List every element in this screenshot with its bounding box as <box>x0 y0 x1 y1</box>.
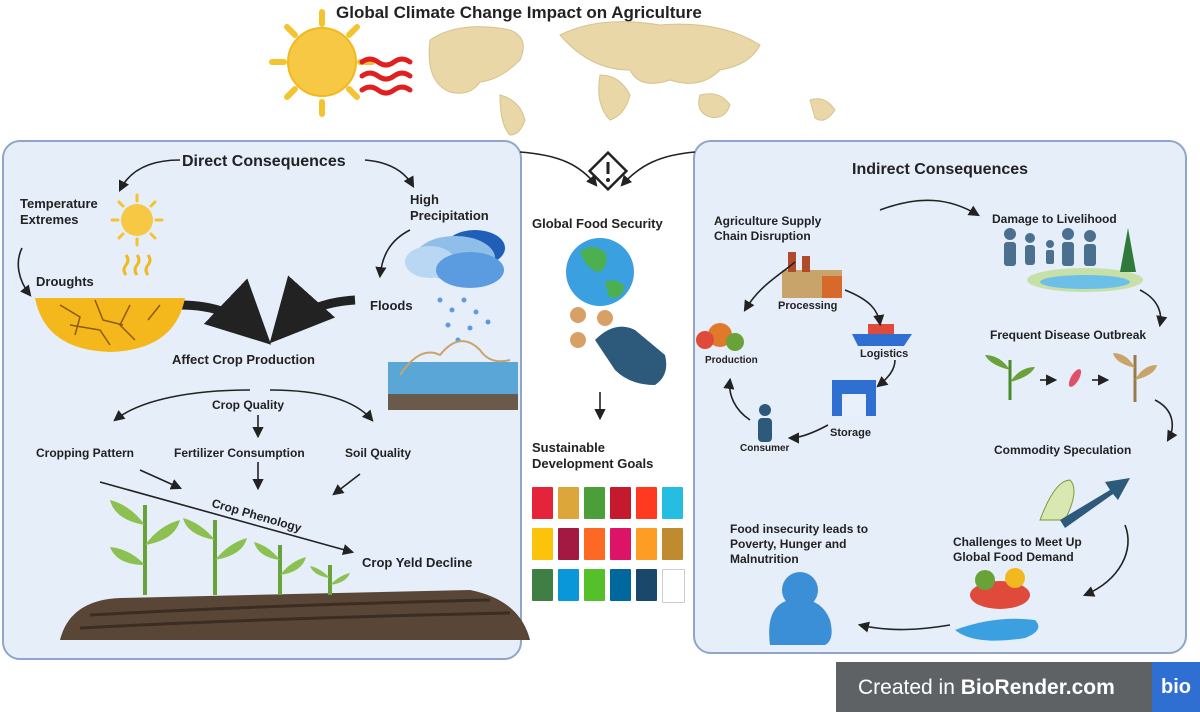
droughts-label: Droughts <box>36 274 94 289</box>
sdg-tile <box>558 528 579 560</box>
sdg-tile <box>558 487 579 519</box>
credit-text: Created in BioRender.com <box>858 676 1115 700</box>
store-icon <box>832 380 876 416</box>
flood-soil-icon <box>388 340 518 410</box>
credit-brand: BioRender.com <box>960 676 1115 699</box>
warning-icon <box>587 150 629 192</box>
sdg-tile <box>662 528 683 560</box>
sdg-tile <box>662 487 683 519</box>
insecurity-label: Food insecurity leads to Poverty, Hunger… <box>730 522 869 566</box>
indirect-consequences-panel <box>693 140 1187 654</box>
sdg-tile <box>610 487 631 519</box>
consumer-label: Consumer <box>740 443 790 454</box>
cracked-earth-icon <box>35 298 185 352</box>
credit-bar <box>836 662 1200 712</box>
world-map-icon <box>428 21 836 136</box>
yield-decline-label: Crop Yeld Decline <box>362 555 473 570</box>
sdg-tile <box>636 487 657 519</box>
direct-heading: Direct Consequences <box>182 153 346 170</box>
disease-label: Frequent Disease Outbreak <box>990 328 1147 342</box>
sun-icon <box>269 9 375 117</box>
fertilizer-label: Fertilizer Consumption <box>174 446 305 460</box>
rising-arrow-icon <box>1039 478 1130 528</box>
factory-icon <box>782 252 842 298</box>
soil-quality-label: Soil Quality <box>345 446 412 460</box>
sdg-tile <box>558 569 579 601</box>
diagram-title: Global Climate Change Impact on Agricult… <box>336 3 702 22</box>
vegetables-icon <box>696 323 744 351</box>
temperature-sun-icon <box>110 193 164 276</box>
sdg-tile <box>532 528 553 560</box>
corn-field-icon <box>60 500 530 640</box>
precipitation-label: High Precipitation <box>410 192 489 224</box>
credit-prefix: Created in <box>858 676 961 699</box>
family-icon <box>1004 228 1143 292</box>
sdg-tile <box>662 569 685 603</box>
cloud-rain-icon <box>405 230 505 343</box>
biorender-logo: bio <box>1152 662 1200 712</box>
sdg-tile <box>532 569 553 601</box>
ship-icon <box>852 324 912 346</box>
cropping-pattern-label: Cropping Pattern <box>36 446 134 460</box>
livelihood-label: Damage to Livelihood <box>992 212 1117 226</box>
sdg-tile <box>636 569 657 601</box>
sdg-grid <box>532 487 688 609</box>
person-icon <box>758 404 772 442</box>
hand-icon <box>570 307 667 385</box>
sdg-tile <box>532 487 553 519</box>
crop-quality-label: Crop Quality <box>212 398 285 412</box>
plant-disease-icon <box>985 353 1157 402</box>
sdg-tile <box>584 487 605 519</box>
challenges-label: Challenges to Meet Up Global Food Demand <box>953 535 1082 564</box>
storage-label: Storage <box>830 427 871 439</box>
sdg-tile <box>610 569 631 601</box>
globe-icon <box>566 238 634 306</box>
sdg-tile <box>584 528 605 560</box>
sdg-tile <box>610 528 631 560</box>
speculation-label: Commodity Speculation <box>994 443 1132 457</box>
sdg-tile <box>584 569 605 601</box>
food-security-label: Global Food Security <box>532 216 663 231</box>
heat-waves-icon <box>359 56 413 96</box>
logistics-label: Logistics <box>860 348 909 360</box>
temperature-label: Temperature Extremes <box>20 196 98 228</box>
sad-person-icon <box>769 572 832 645</box>
indirect-heading: Indirect Consequences <box>852 161 1029 178</box>
floods-label: Floods <box>370 298 413 313</box>
supply-chain-label: Agriculture Supply Chain Disruption <box>714 214 822 243</box>
food-hand-icon <box>955 568 1039 641</box>
sdg-tile <box>636 528 657 560</box>
processing-label: Processing <box>778 300 838 312</box>
production-label: Production <box>705 355 758 366</box>
sdg-label: Sustainable Development Goals <box>532 440 654 472</box>
affect-crop-label: Affect Crop Production <box>172 352 315 367</box>
